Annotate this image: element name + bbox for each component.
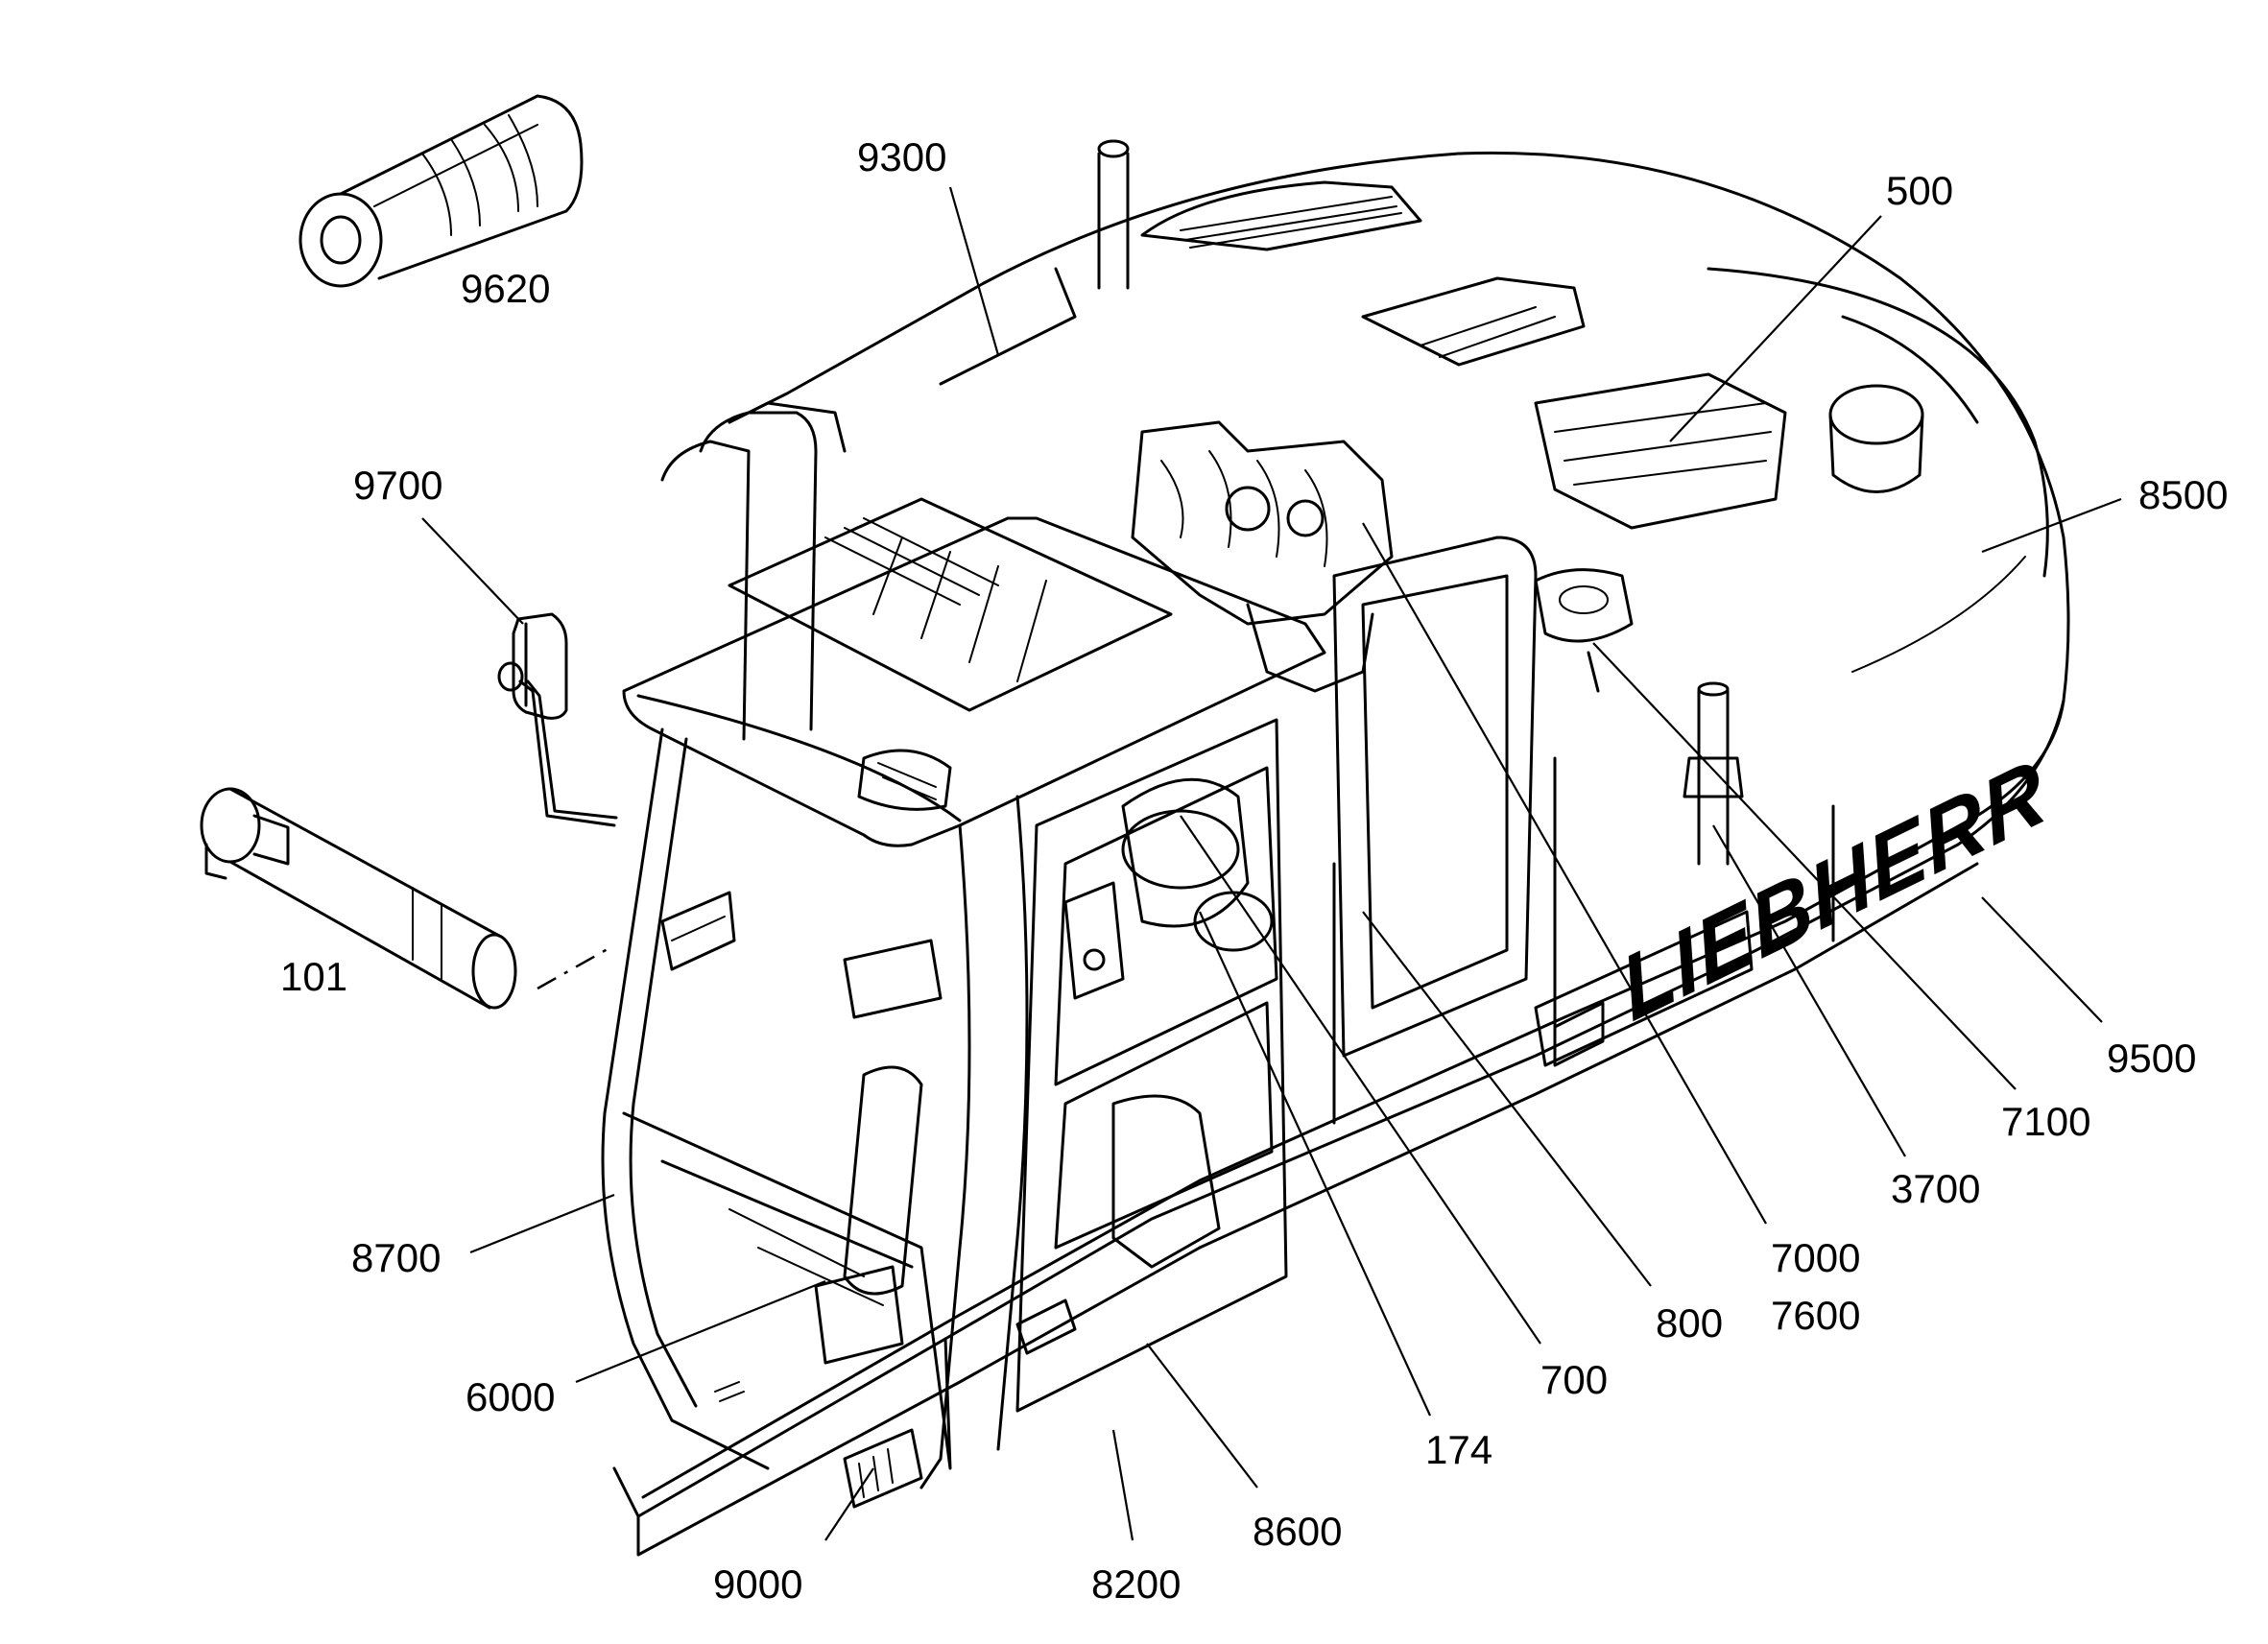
part-101-pin: [200, 787, 615, 1010]
callout-9000: 9000: [713, 1561, 802, 1607]
callout-7100: 7100: [2001, 1099, 2090, 1144]
callout-700: 700: [1540, 1357, 1608, 1402]
leader-8200: [1111, 1429, 1134, 1541]
callout-500: 500: [1886, 168, 1953, 213]
callout-800: 800: [1656, 1300, 1723, 1346]
excavator-upper-carriage: LIEBHERR: [612, 139, 2070, 1557]
leader-lines: [421, 186, 2122, 1541]
callout-9700: 9700: [353, 463, 442, 508]
callout-6000: 6000: [466, 1374, 555, 1419]
callout-8700: 8700: [351, 1235, 441, 1280]
excavator-cab: [601, 401, 1538, 1509]
callout-8500: 8500: [2138, 472, 2228, 517]
leader-700: [1180, 815, 1541, 1345]
leader-8600: [1146, 1343, 1258, 1489]
leader-800: [1362, 911, 1652, 1287]
callout-174: 174: [1425, 1427, 1492, 1472]
callout-7000: 7000: [1771, 1235, 1860, 1280]
callout-9500: 9500: [2107, 1036, 2196, 1081]
leader-7000: [1362, 522, 1767, 1225]
leader-3700: [1712, 824, 1906, 1157]
callout-7600: 7600: [1771, 1293, 1860, 1338]
part-9620-roll: [298, 94, 584, 288]
callout-101: 101: [280, 954, 347, 999]
brand-lettering: LIEBHERR: [1611, 738, 2055, 1040]
leader-8700: [469, 1193, 615, 1254]
callout-9620: 9620: [461, 266, 550, 311]
part-9700-mirror: [497, 612, 618, 827]
leader-9700: [421, 517, 524, 625]
leader-8500: [1981, 497, 2122, 554]
leader-9000: [824, 1467, 874, 1541]
callout-9300: 9300: [857, 134, 946, 179]
callout-labels: 9620 9300 500 9700 8500 101 9500 7100 37…: [280, 134, 2228, 1607]
callout-8600: 8600: [1253, 1509, 1342, 1554]
callout-8200: 8200: [1091, 1561, 1181, 1607]
leader-500: [1669, 215, 1882, 442]
callout-3700: 3700: [1891, 1166, 1980, 1211]
leader-7100: [1592, 642, 2017, 1090]
leader-174: [1198, 911, 1432, 1417]
leader-6000: [575, 1279, 826, 1384]
leader-9300: [948, 186, 1000, 356]
leader-9500: [1981, 896, 2103, 1023]
